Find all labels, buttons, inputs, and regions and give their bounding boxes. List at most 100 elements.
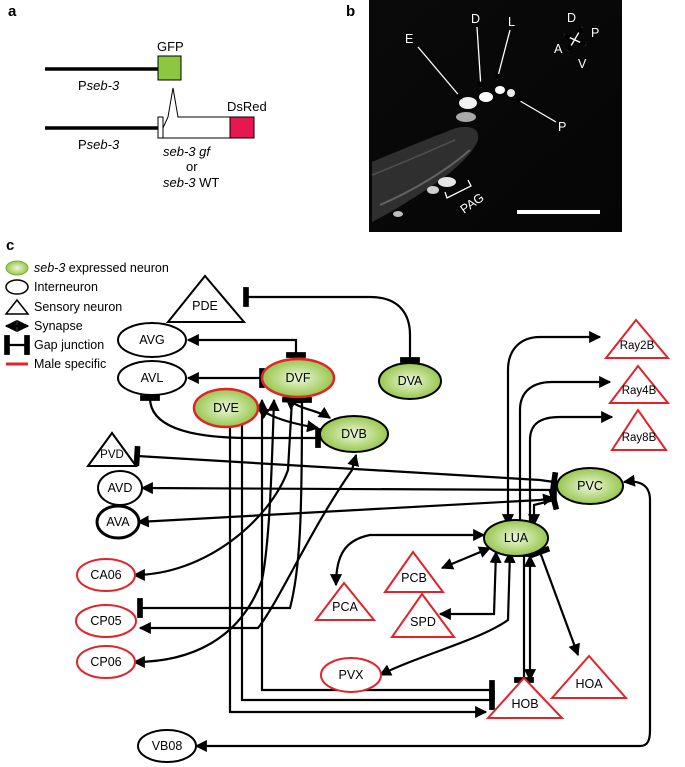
node-hoa-label: HOA (575, 677, 603, 691)
node-ray8b-label: Ray8B (622, 432, 657, 444)
node-cp05: CP05 (75, 604, 137, 638)
node-pcb-label: PCB (401, 571, 427, 585)
edges (132, 287, 652, 753)
promoter-2-label: Pseb-3 (78, 137, 120, 152)
arrow-e (417, 46, 463, 100)
edge-lua-pvc (527, 489, 560, 527)
legend-gap: Gap junction (34, 338, 104, 352)
node-pvc-label: PVC (577, 479, 603, 493)
node-ray4b: Ray4B (607, 364, 671, 404)
promoter-1-label: Pseb-3 (78, 78, 120, 93)
compass: D A P V (554, 11, 599, 71)
edge-dve-dvb (257, 407, 320, 433)
label-e: E (405, 32, 413, 46)
edge-cp05-dvb (138, 453, 360, 635)
tissue-edge-2 (371, 139, 456, 176)
arrow-p (514, 97, 557, 123)
legend-male: Male specific (34, 357, 106, 371)
node-avd: AVD (97, 470, 143, 506)
gfp-label: GFP (157, 39, 184, 54)
node-ca06-label: CA06 (90, 568, 121, 582)
label-l: L (508, 15, 515, 29)
neuron-l (495, 86, 505, 94)
exon-small (157, 116, 164, 139)
dsred-label: DsRed (227, 99, 267, 114)
compass-v: V (578, 57, 587, 71)
tail-tissue (372, 126, 479, 222)
edge-pde-dva (243, 287, 420, 363)
legend-synapse: Synapse (34, 319, 83, 333)
node-ava: AVA (95, 504, 141, 540)
panel-letter-b: b (346, 3, 355, 20)
compass-d: D (567, 11, 576, 25)
node-dva-label: DVA (398, 374, 423, 388)
node-pvd-label: PVD (100, 449, 124, 461)
panel-letter-a: a (8, 3, 17, 20)
node-cp06-label: CP06 (90, 655, 121, 669)
node-cp06: CP06 (76, 645, 136, 679)
node-vb08-label: VB08 (152, 739, 183, 753)
neuron-e (459, 97, 477, 109)
panel-a: a GFP Pseb-3 DsRed Pseb-3 seb-3 gf or se… (8, 3, 267, 190)
node-pde-label: PDE (192, 299, 218, 313)
edge-dve-hob-gap (232, 407, 495, 710)
node-dvb-label: DVB (341, 427, 367, 441)
legend-interneuron-swatch (5, 279, 29, 295)
legend-sensory-swatch (4, 298, 30, 315)
node-dvb: DVB (319, 415, 389, 453)
node-pde: PDE (165, 274, 247, 323)
node-ray8b: Ray8B (610, 408, 668, 451)
node-avd-label: AVD (108, 481, 133, 495)
node-avg-label: AVG (139, 333, 164, 347)
legend-green-swatch (6, 261, 28, 275)
legend: seb-3 expressed neuron Interneuron Senso… (4, 260, 169, 371)
arrow-l (495, 29, 511, 81)
caption-or: or (186, 159, 198, 174)
node-pvx-label: PVX (338, 668, 364, 682)
node-lua-label: LUA (504, 531, 529, 545)
edge-avg-dvf (186, 333, 306, 358)
edge-ava-pvc (136, 493, 556, 528)
dsred-box (229, 116, 255, 139)
legend-sensory: Sensory neuron (34, 300, 122, 314)
node-ca06: CA06 (76, 558, 136, 592)
node-lua: LUA (483, 519, 549, 557)
pag-signal-1 (438, 177, 456, 187)
legend-green-outline (5, 260, 29, 276)
label-d: D (471, 12, 480, 26)
seb3-gene-box (162, 87, 231, 139)
arrow-d (476, 26, 485, 89)
node-ray4b-label: Ray4B (622, 385, 657, 397)
legend-interneuron: Interneuron (34, 280, 98, 294)
node-hoa: HOA (549, 654, 629, 699)
caption-wt: seb-3 WT (163, 175, 219, 190)
legend-seb3: seb-3 expressed neuron (34, 261, 169, 275)
panel-b: b E D L P PAG D A P V (346, 0, 622, 232)
edge-cp05-dvf (137, 397, 312, 618)
node-hob-label: HOB (511, 697, 538, 711)
node-ray2b-label: Ray2B (620, 340, 655, 352)
caption-gf: seb-3 gf (163, 144, 211, 159)
node-dva: DVA (378, 362, 442, 400)
panel-letter-c: c (6, 237, 14, 254)
edge-spd-lua (438, 550, 502, 621)
compass-ap (563, 34, 587, 46)
node-pca: PCA (313, 581, 377, 621)
node-ray2b: Ray2B (603, 318, 671, 359)
pag-signal-3 (393, 211, 403, 217)
node-dve-label: DVE (213, 401, 239, 415)
edge-lua-hoa (529, 545, 580, 657)
neuron-haze (456, 112, 476, 122)
edge-lua-ray4b (510, 375, 612, 528)
neuron-p (507, 89, 515, 97)
edge-vb08-pvc (194, 474, 652, 753)
label-p: P (558, 120, 566, 134)
neuron-d (479, 92, 493, 102)
node-spd-label: SPD (410, 615, 436, 629)
compass-p: P (591, 26, 599, 40)
node-spd: SPD (390, 592, 456, 638)
node-hob: HOB (485, 676, 565, 719)
pag-signal-2 (427, 186, 439, 194)
node-dvf: DVF (260, 357, 336, 399)
edge-lua-ray8b (528, 410, 614, 525)
